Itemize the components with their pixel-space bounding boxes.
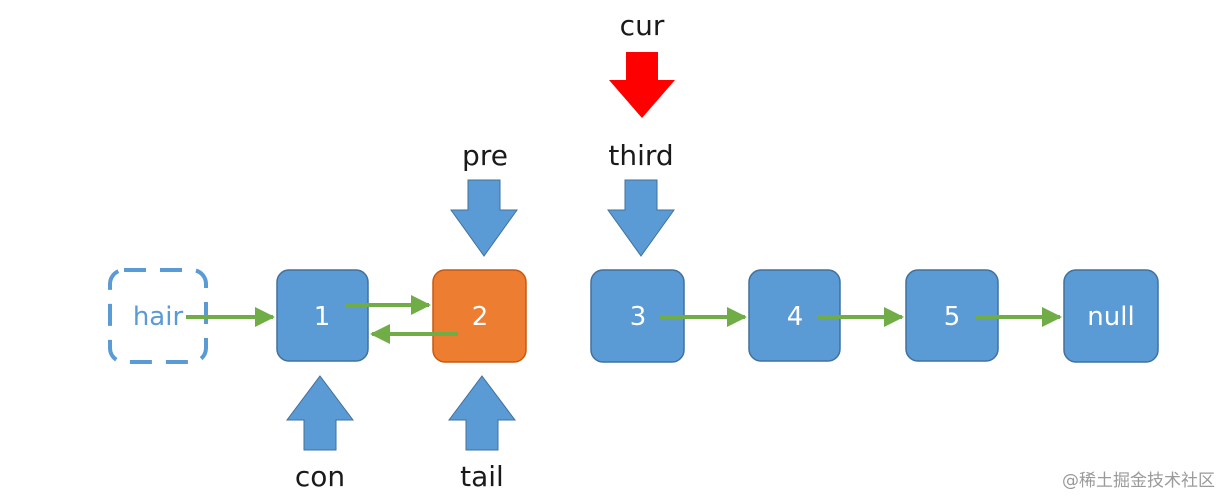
watermark: @稀土掘金技术社区 xyxy=(1062,471,1215,491)
node-null: null xyxy=(1063,269,1159,363)
node-3: 3 xyxy=(590,269,685,363)
node-4-label: 4 xyxy=(787,302,804,332)
node-5-label: 5 xyxy=(944,302,961,332)
pointer-label-pre: pre xyxy=(462,139,508,172)
third-down-arrow-icon xyxy=(607,179,675,257)
node-3-label: 3 xyxy=(630,302,647,332)
pointer-label-tail: tail xyxy=(460,460,504,493)
pre-down-arrow-icon xyxy=(450,179,518,257)
tail-up-arrow-icon xyxy=(448,375,516,451)
node-5: 5 xyxy=(905,269,999,362)
node-hair-label: hair xyxy=(133,302,184,332)
cur-down-arrow-icon xyxy=(609,52,675,118)
pointer-label-cur: cur xyxy=(620,9,665,42)
node-1-label: 1 xyxy=(314,302,331,332)
node-1: 1 xyxy=(276,269,369,362)
pointer-label-con: con xyxy=(295,460,345,493)
pointer-label-third: third xyxy=(608,139,673,172)
con-up-arrow-icon xyxy=(286,375,354,451)
node-2: 2 xyxy=(432,269,527,363)
node-null-label: null xyxy=(1087,302,1134,332)
node-2-label: 2 xyxy=(472,302,489,332)
